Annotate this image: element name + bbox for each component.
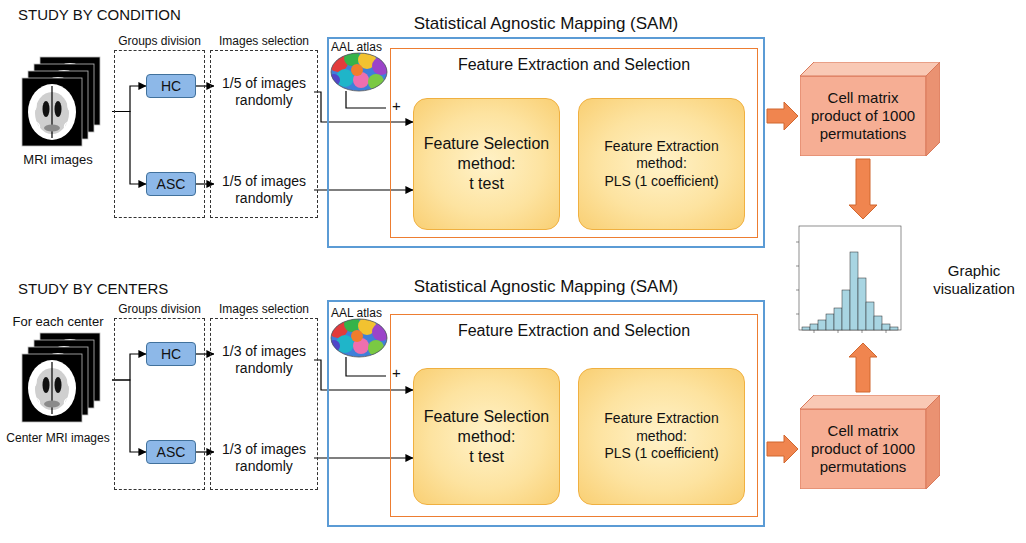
- plus-sign: +: [392, 97, 401, 115]
- selection-text-box: 1/5 of images randomly: [214, 168, 314, 212]
- image-stack: MRI images: [4, 55, 112, 168]
- section-title: STUDY BY CONDITION: [18, 6, 181, 24]
- method-box: Feature Extraction method:PLS (1 coeffic…: [578, 368, 745, 505]
- label-slot: STUDY BY CENTERS: [18, 280, 168, 298]
- method-text: Feature Selection method:: [422, 134, 551, 174]
- plus-sign: +: [392, 364, 401, 382]
- selection-text: 1/3 of images randomly: [214, 441, 314, 475]
- mri-stack: [22, 333, 100, 422]
- selection-text-box: 1/3 of images randomly: [214, 338, 314, 382]
- selection-text-box: 1/5 of images randomly: [214, 70, 314, 114]
- flow-arrow: [849, 343, 877, 392]
- cube-face: [800, 395, 940, 409]
- group-label: HC: [161, 78, 181, 95]
- group-label: ASC: [157, 176, 186, 193]
- section-title: STUDY BY CENTERS: [18, 280, 168, 298]
- label-slot: AAL atlas: [331, 306, 382, 321]
- group-label: HC: [161, 346, 181, 363]
- group-box: HC: [146, 74, 196, 98]
- sam-frame: Statistical Agnostic Mapping (SAM)Featur…: [327, 300, 765, 527]
- frame-heading: Statistical Agnostic Mapping (SAM): [329, 277, 763, 297]
- cube-face: [926, 62, 940, 156]
- method-text: Feature Extraction method:: [587, 410, 736, 445]
- matrix-cube: Cell matrix product of 1000 permutations: [800, 62, 940, 156]
- atlas-brain: [328, 50, 390, 92]
- cube-face: [800, 76, 926, 156]
- dashed-group: Groups divisionHCASC: [114, 318, 205, 490]
- group-heading: Groups division: [115, 302, 204, 317]
- matrix-text: Cell matrix product of 1000 permutations: [804, 89, 922, 143]
- selection-text-box: 1/3 of images randomly: [214, 436, 314, 480]
- image-caption: For each center: [12, 314, 103, 330]
- cube-front: Cell matrix product of 1000 permutations: [800, 76, 926, 156]
- cube-face: [800, 409, 926, 489]
- atlas-bracket: [346, 357, 386, 376]
- group-heading: Images selection: [211, 302, 317, 317]
- atlas-label: AAL atlas: [331, 40, 382, 55]
- group-heading: Images selection: [211, 34, 317, 49]
- flow-arrow: [767, 435, 798, 463]
- label-slot: STUDY BY CONDITION: [18, 6, 181, 24]
- atlas-label: AAL atlas: [331, 306, 382, 321]
- matrix-text: Cell matrix product of 1000 permutations: [804, 422, 922, 476]
- frame-heading: Feature Extraction and Selection: [391, 55, 757, 74]
- atlas-brain: [328, 316, 390, 358]
- group-box: ASC: [146, 440, 196, 464]
- atlas-bracket: [346, 91, 386, 108]
- connector-arrow: [112, 86, 146, 112]
- frame-heading: Feature Extraction and Selection: [391, 321, 757, 340]
- method-box: Feature Selection method:t test: [413, 368, 560, 505]
- cube-face: [926, 395, 940, 489]
- cube-front: Cell matrix product of 1000 permutations: [800, 409, 926, 489]
- matrix-cube: Cell matrix product of 1000 permutations: [800, 395, 940, 489]
- frame-heading: Statistical Agnostic Mapping (SAM): [329, 14, 763, 34]
- histogram-plot: [796, 226, 901, 333]
- label-slot: +: [392, 97, 401, 115]
- method-text: Feature Extraction method:: [587, 138, 736, 173]
- connector-arrow: [112, 354, 146, 380]
- image-caption: MRI images: [23, 152, 92, 168]
- group-box: HC: [146, 342, 196, 366]
- cube-face: [800, 62, 940, 76]
- label-slot: AAL atlas: [331, 40, 382, 55]
- feature-frame: Feature Extraction and SelectionFeature …: [390, 48, 758, 238]
- dashed-group: Images selection1/5 of images randomly1/…: [210, 50, 318, 218]
- connector-arrow: [196, 85, 214, 86]
- image-stack: For each centerCenter MRI images: [4, 314, 112, 446]
- group-box: ASC: [146, 172, 196, 196]
- method-text: Feature Selection method:: [422, 407, 551, 447]
- selection-text: 1/5 of images randomly: [214, 173, 314, 207]
- graphic-caption: Graphic visualization: [929, 262, 1019, 298]
- feature-frame: Feature Extraction and SelectionFeature …: [390, 314, 758, 517]
- method-text: PLS (1 coefficient): [604, 173, 718, 191]
- selection-text: 1/5 of images randomly: [214, 75, 314, 109]
- mri-stack: [22, 57, 100, 146]
- label-slot: +: [392, 364, 401, 382]
- sam-frame: Statistical Agnostic Mapping (SAM)Featur…: [327, 37, 765, 248]
- connector-arrow: [196, 451, 214, 452]
- method-box: Feature Extraction method:PLS (1 coeffic…: [578, 98, 745, 230]
- connector-arrow: [112, 380, 146, 452]
- selection-text: 1/3 of images randomly: [214, 343, 314, 377]
- image-caption: Center MRI images: [6, 430, 109, 446]
- method-box: Feature Selection method:t test: [413, 98, 560, 230]
- connector-arrow: [112, 112, 146, 185]
- flow-arrow: [767, 102, 798, 130]
- histogram-panel: Graphic visualization: [787, 222, 905, 340]
- method-text: t test: [469, 174, 504, 194]
- flow-arrow: [849, 159, 877, 219]
- dashed-group: Images selection1/3 of images randomly1/…: [210, 318, 318, 490]
- group-label: ASC: [157, 444, 186, 461]
- method-text: PLS (1 coefficient): [604, 445, 718, 463]
- group-heading: Groups division: [115, 34, 204, 49]
- method-text: t test: [469, 447, 504, 467]
- connector-arrow: [196, 353, 214, 354]
- dashed-group: Groups divisionHCASC: [114, 50, 205, 218]
- connector-arrow: [196, 183, 214, 184]
